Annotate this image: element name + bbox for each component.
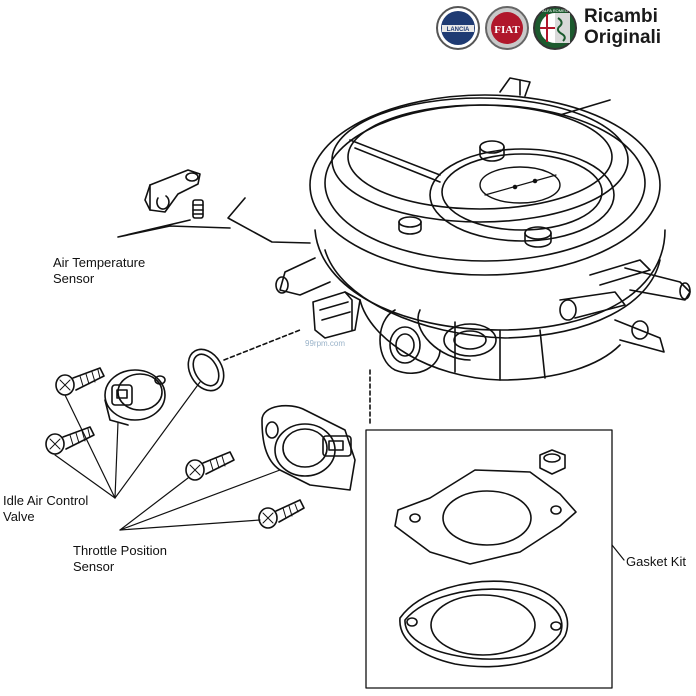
part-leader-lines	[54, 381, 281, 531]
alfa-logo-text: ALFA ROMEO	[542, 8, 568, 13]
nut-part	[539, 449, 566, 475]
gasket-kit-leader	[611, 544, 625, 561]
air-temp-leader-lines	[117, 219, 231, 238]
label-throttle-position-sensor: Throttle Position Sensor	[73, 543, 167, 575]
gasket-kit-box	[365, 429, 613, 689]
label-iac-line-2: Valve	[3, 509, 35, 524]
iac-screw-upper	[55, 367, 105, 396]
label-iac-line-1: Idle Air Control	[3, 493, 89, 508]
idle-air-control-valve-part	[104, 369, 166, 426]
tps-screw-lower	[258, 499, 305, 529]
iac-screw-lower	[45, 426, 95, 455]
brand-line-2: Originali	[584, 27, 662, 48]
tps-screw-upper	[185, 451, 235, 481]
air-temperature-sensor-part	[144, 169, 204, 219]
label-air-temp-line-1: Air Temperature	[53, 255, 146, 270]
brand-logos: LANCIA FIAT ALFA ROMEO	[436, 6, 577, 50]
o-ring-part	[187, 348, 225, 392]
label-air-temp-line-2: Sensor	[53, 271, 95, 286]
watermark-text: 99rpm.com	[305, 339, 345, 348]
lower-gasket-part	[399, 580, 569, 668]
throttle-position-sensor-part	[261, 404, 356, 491]
throttle-body-housing	[275, 77, 691, 381]
upper-gasket-part	[394, 469, 577, 565]
label-tps-line-2: Sensor	[73, 559, 115, 574]
label-tps-line-1: Throttle Position	[73, 543, 167, 558]
alfa-romeo-logo-icon: ALFA ROMEO	[533, 6, 577, 50]
brand-line-1: Ricambi	[584, 6, 658, 27]
brand-header: LANCIA FIAT ALFA ROMEO Ricambi Originali	[434, 4, 696, 54]
lancia-logo-icon: LANCIA	[436, 6, 480, 50]
brand-title: Ricambi Originali	[584, 6, 661, 48]
label-air-temperature-sensor: Air Temperature Sensor	[53, 255, 145, 287]
lancia-logo-text: LANCIA	[447, 27, 470, 33]
air-temp-leader-bracket	[227, 197, 311, 244]
label-idle-air-control-valve: Idle Air Control Valve	[3, 493, 88, 525]
label-gasket-kit: Gasket Kit	[626, 554, 686, 569]
fiat-logo-text: FIAT	[494, 24, 520, 36]
o-ring-guide-line	[223, 329, 301, 361]
fiat-logo-icon: FIAT	[485, 6, 529, 50]
